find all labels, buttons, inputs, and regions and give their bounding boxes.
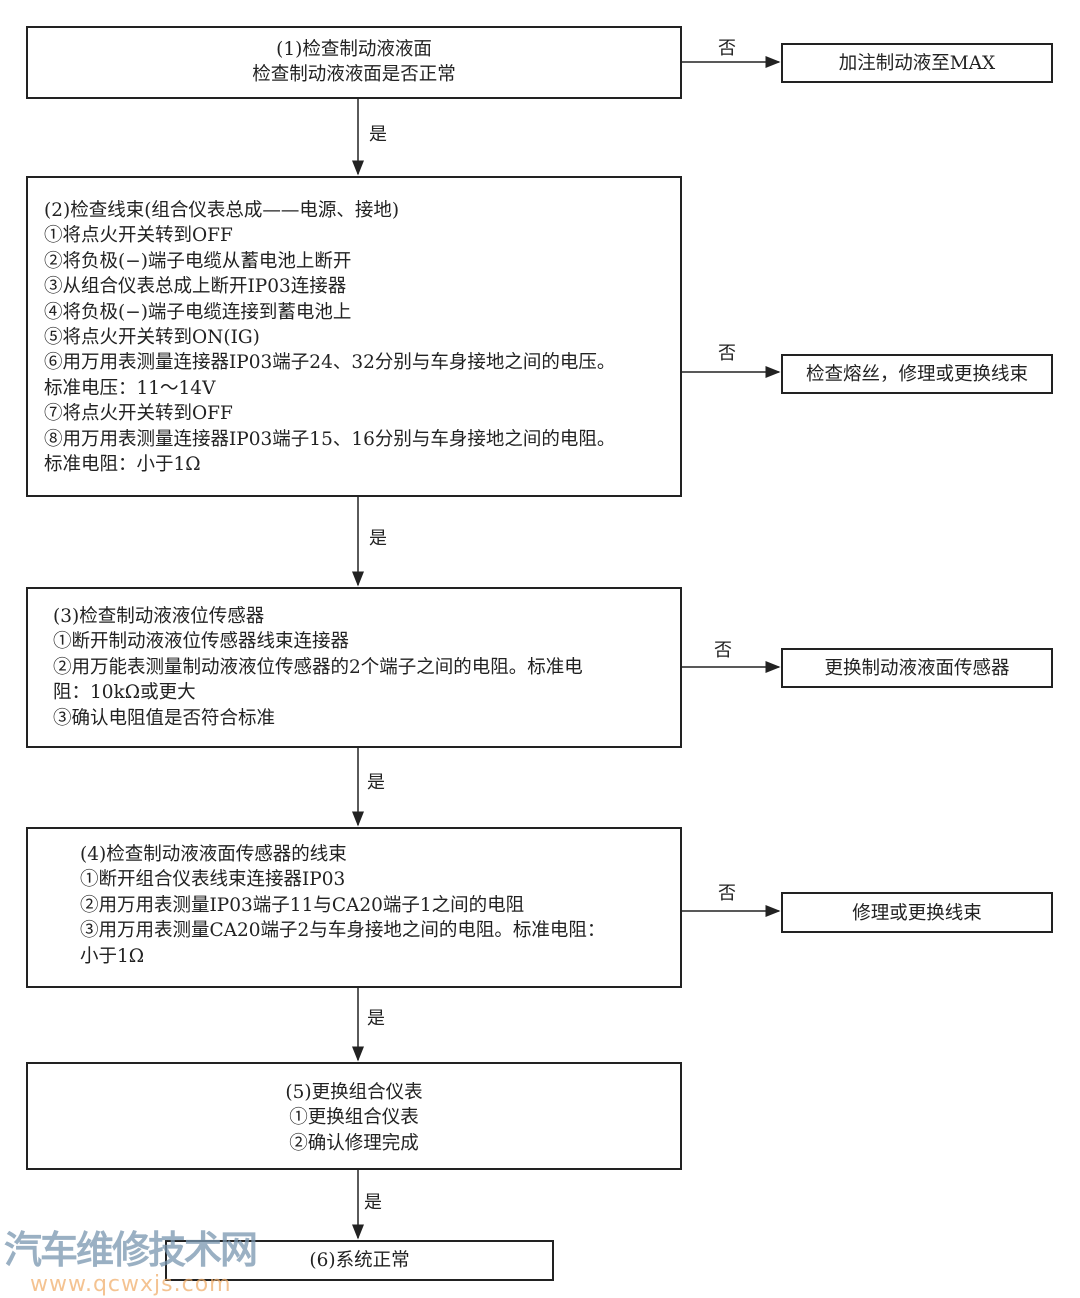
- step-3-line: 阻：10kΩ或更大: [53, 682, 196, 704]
- action-box-2: 检查熔丝，修理或更换线束: [781, 354, 1053, 394]
- action-text: 修理或更换线束: [852, 903, 982, 924]
- step-2-line: 标准电压：11～14V: [44, 377, 216, 399]
- step-6-title: (6)系统正常: [309, 1250, 410, 1271]
- yes-label: 是: [364, 1192, 382, 1213]
- step-4-line: ②用万用表测量IP03端子11与CA20端子1之间的电阻: [80, 894, 525, 916]
- step-2-line: ⑤将点火开关转到ON(IG): [44, 327, 260, 349]
- action-box-1: 加注制动液至MAX: [781, 43, 1053, 83]
- step-5-line: ②确认修理完成: [289, 1133, 419, 1154]
- step-4-text: (4)检查制动液液面传感器的线束 ①断开组合仪表线束连接器IP03 ②用万用表测量I…: [80, 842, 605, 969]
- step-4-line: ①断开组合仪表线束连接器IP03: [80, 869, 346, 891]
- step-5-line: ①更换组合仪表: [289, 1107, 419, 1128]
- step-2-line: ②将负极(−)端子电缆从蓄电池上断开: [44, 250, 352, 272]
- yes-label: 是: [367, 772, 385, 793]
- step-5-title: (5)更换组合仪表: [285, 1082, 423, 1103]
- yes-label: 是: [369, 124, 387, 145]
- step-5-box: (5)更换组合仪表 ①更换组合仪表 ②确认修理完成: [26, 1062, 682, 1170]
- step-2-line: ⑥用万用表测量连接器IP03端子24、32分别与车身接地之间的电压。: [44, 352, 616, 374]
- watermark-url: www.qcwxjs.com: [30, 1272, 232, 1297]
- step-4-line: 小于1Ω: [80, 945, 145, 967]
- no-label: 否: [714, 640, 732, 661]
- step-3-line: (3)检查制动液液位传感器: [53, 606, 265, 627]
- step-3-line: ③确认电阻值是否符合标准: [53, 707, 276, 729]
- action-text: 更换制动液液面传感器: [824, 658, 1010, 679]
- step-4-line: ③用万用表测量CA20端子2与车身接地之间的电阻。标准电阻：: [80, 920, 606, 942]
- yes-label: 是: [369, 528, 387, 549]
- watermark-title: 汽车维修技术网: [4, 1228, 258, 1272]
- action-text: 检查熔丝，修理或更换线束: [805, 364, 1028, 385]
- no-label: 否: [718, 38, 736, 59]
- step-2-line: ⑧用万用表测量连接器IP03端子15、16分别与车身接地之间的电阻。: [44, 428, 616, 450]
- step-4-line: (4)检查制动液液面传感器的线束: [80, 844, 347, 865]
- action-text: 加注制动液至MAX: [838, 53, 996, 74]
- step-3-line: ①断开制动液液位传感器线束连接器: [53, 631, 350, 653]
- step-4-box: (4)检查制动液液面传感器的线束 ①断开组合仪表线束连接器IP03 ②用万用表测量I…: [26, 827, 682, 988]
- step-1-box: (1)检查制动液液面 检查制动液液面是否正常: [26, 26, 682, 99]
- step-2-line: ③从组合仪表总成上断开IP03连接器: [44, 276, 347, 298]
- step-3-line: ②用万能表测量制动液液位传感器的2个端子之间的电阻。标准电: [53, 656, 583, 678]
- step-2-line: ⑦将点火开关转到OFF: [44, 403, 233, 425]
- step-2-line: ④将负极(−)端子电缆连接到蓄电池上: [44, 301, 352, 323]
- step-2-line: 标准电阻：小于1Ω: [44, 454, 201, 476]
- step-3-box: (3)检查制动液液位传感器 ①断开制动液液位传感器线束连接器 ②用万能表测量制动液液…: [26, 587, 682, 748]
- yes-label: 是: [367, 1008, 385, 1029]
- action-box-3: 更换制动液液面传感器: [781, 648, 1053, 688]
- step-2-box: (2)检查线束(组合仪表总成——电源、接地) ①将点火开关转到OFF ②将负极(−)…: [26, 176, 682, 497]
- action-box-4: 修理或更换线束: [781, 892, 1053, 933]
- step-3-text: (3)检查制动液液位传感器 ①断开制动液液位传感器线束连接器 ②用万能表测量制动液液…: [53, 604, 583, 731]
- step-2-line: (2)检查线束(组合仪表总成——电源、接地): [44, 200, 400, 221]
- step-1-title: (1)检查制动液液面: [276, 39, 432, 60]
- no-label: 否: [718, 343, 736, 364]
- step-1-line: 检查制动液液面是否正常: [252, 64, 456, 85]
- step-6-box: (6)系统正常: [165, 1240, 554, 1281]
- step-2-line: ①将点火开关转到OFF: [44, 225, 233, 247]
- step-2-text: (2)检查线束(组合仪表总成——电源、接地) ①将点火开关转到OFF ②将负极(−)…: [44, 198, 615, 477]
- no-label: 否: [718, 883, 736, 904]
